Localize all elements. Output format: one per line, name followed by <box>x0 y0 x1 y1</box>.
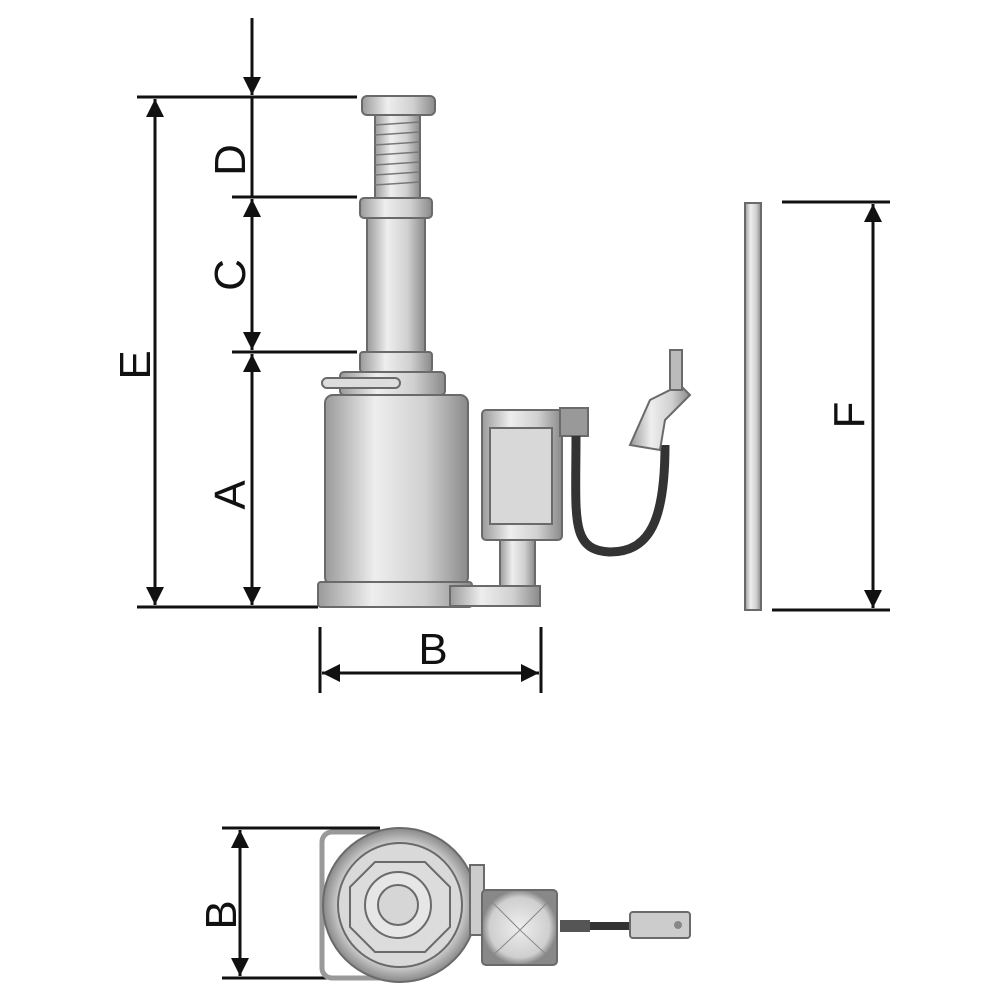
label-c: C <box>206 259 255 291</box>
dimension-d-c-a <box>232 18 357 605</box>
label-b: B <box>418 625 447 674</box>
jack-top-view <box>319 827 691 983</box>
handle-rod <box>744 202 762 611</box>
label-f: F <box>825 402 874 429</box>
label-d: D <box>206 144 255 176</box>
dimension-e <box>137 95 357 609</box>
dimension-f <box>772 200 890 612</box>
jack-side-view <box>317 95 692 608</box>
label-e: E <box>111 350 160 379</box>
label-b-top: B <box>197 900 246 929</box>
label-a: A <box>206 480 255 510</box>
dimension-b <box>318 627 543 693</box>
